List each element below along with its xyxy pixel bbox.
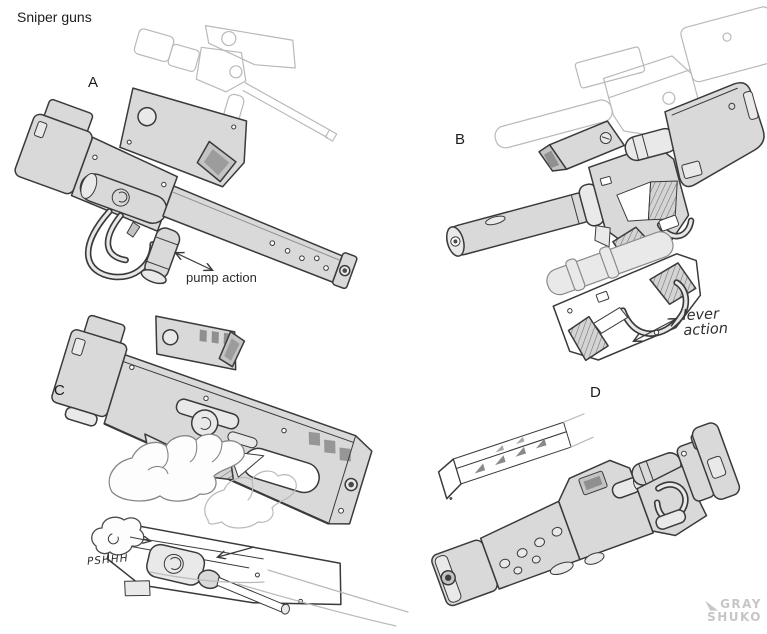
figure-label-d: D: [590, 384, 601, 401]
gun-d-sketch: [431, 422, 741, 607]
figure-label-b: B: [455, 131, 466, 148]
hand-sketch: [108, 433, 245, 502]
bolt-direction-arrow: [218, 546, 255, 557]
watermark-row-1: GRAY: [705, 598, 762, 611]
lever-action-annotation: lever action: [682, 306, 729, 340]
smoke-pointer-arrow: [129, 537, 150, 541]
lever-action-line2: action: [682, 321, 729, 340]
page-title: Sniper guns: [17, 9, 92, 25]
gun-a-sketch: [14, 87, 358, 290]
watermark-row-2: SHUKO: [707, 609, 762, 624]
lever-action-arrow: [634, 319, 676, 341]
watermark-line1: GRAY: [720, 597, 762, 611]
figure-label-c: C: [54, 382, 65, 399]
gun-b-lever-detail-sketch: [546, 214, 702, 362]
artist-watermark: GRAY SHUKO: [700, 598, 762, 623]
hand-sketch-faint: [204, 470, 297, 529]
pump-action-arrow: [176, 253, 212, 270]
figure-label-a: A: [88, 74, 99, 91]
watermark-line2: SHUKO: [707, 609, 762, 624]
gun-c-sketch: [51, 314, 373, 525]
watermark-triangle-icon: [705, 600, 719, 611]
gun-b-sketch: [446, 82, 765, 267]
smoke-puff-sketch: [91, 516, 145, 556]
pump-action-annotation: pump action: [186, 270, 257, 285]
fade-out-strokes: [149, 569, 409, 627]
gun-d-rail-part-sketch: [437, 413, 594, 500]
rough-rifle-sketch-top: [133, 25, 338, 142]
